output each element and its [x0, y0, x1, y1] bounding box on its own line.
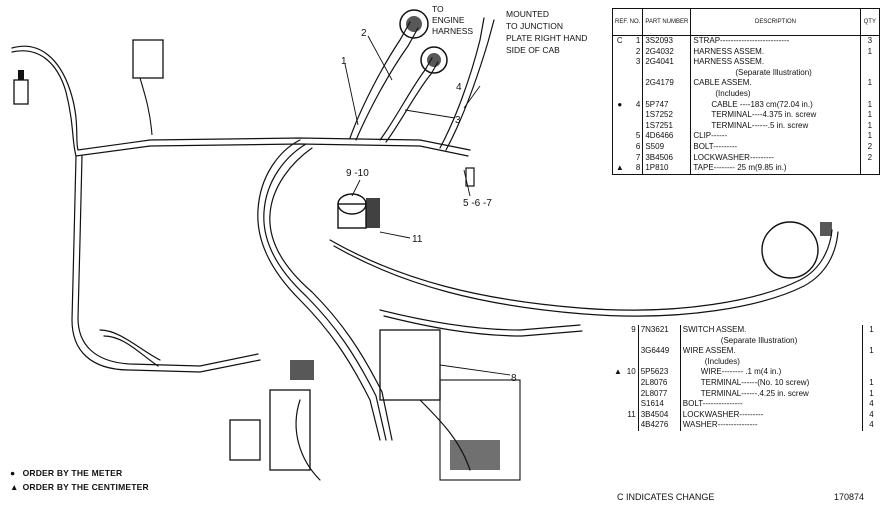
left-connector	[13, 79, 29, 105]
harness-3	[379, 57, 433, 141]
mounted-label-4: SIDE OF CAB	[506, 45, 560, 55]
lower-engine-block	[269, 389, 311, 471]
header-part-number: PART NUMBER	[642, 8, 692, 36]
top-left-component	[132, 39, 164, 79]
callout-11: 11	[412, 234, 423, 245]
main-harness-trunk	[11, 45, 471, 151]
table-row: (Includes)	[612, 356, 880, 368]
to-engine-harness-label-2: ENGINE	[432, 15, 465, 25]
header-description: DESCRIPTION	[690, 8, 861, 36]
long-cable-right	[329, 229, 833, 311]
mounted-label-1: MOUNTED	[506, 9, 549, 19]
callout-1: 1	[341, 56, 347, 67]
callout-4: 4	[456, 82, 462, 93]
callout-8: 8	[511, 373, 517, 384]
callout-2: 2	[361, 28, 367, 39]
legend-centimeter: ▲ ORDER BY THE CENTIMETER	[10, 482, 149, 492]
harness-2	[349, 21, 411, 139]
centimeter-symbol-icon: ▲	[10, 482, 19, 492]
illustration-number: 170874	[834, 492, 865, 502]
mounted-label-3: PLATE RIGHT HAND	[506, 33, 587, 43]
center-harness-sweep	[257, 139, 381, 441]
to-engine-harness-label-3: HARNESS	[432, 26, 473, 36]
mounted-label-2: TO JUNCTION	[506, 21, 563, 31]
callout-5-6-7: 5 -6 -7	[463, 198, 492, 209]
table-row: (Separate Illustration)	[613, 67, 880, 79]
engine-harness-connector-1	[399, 9, 429, 39]
engine-harness-connector-2	[420, 46, 448, 74]
table-row: (Includes)	[613, 88, 880, 100]
meter-symbol-icon: ●	[10, 468, 16, 478]
left-vertical-harness	[71, 155, 261, 373]
right-round-component	[761, 221, 819, 279]
header-ref-no: REF. NO.	[612, 8, 644, 36]
legend-meter: ● ORDER BY THE METER	[10, 468, 122, 478]
header-qty: QTY	[860, 8, 880, 36]
legend-meter-text: ORDER BY THE METER	[22, 468, 123, 478]
table-row: (Separate Illustration)	[612, 335, 880, 347]
legend-centimeter-text: ORDER BY THE CENTIMETER	[22, 482, 149, 492]
callout-3: 3	[455, 115, 461, 126]
change-note: C INDICATES CHANGE	[617, 492, 715, 502]
cable-4	[439, 17, 485, 149]
callout-9-10: 9 -10	[346, 168, 369, 179]
to-engine-harness-label-1: TO	[432, 4, 444, 14]
